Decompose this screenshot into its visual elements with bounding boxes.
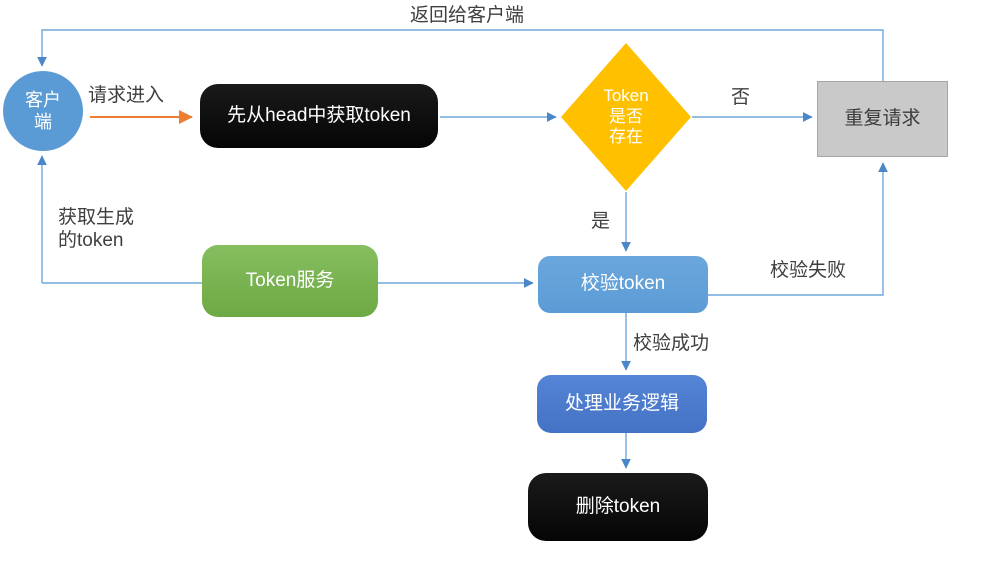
edge-return-to-client [37, 29, 884, 81]
label-return-to-client: 返回给客户端 [410, 5, 525, 26]
label-request-enter: 请求进入 [88, 85, 165, 106]
node-get-token-from-head: 先从head中获取token [200, 84, 438, 148]
node-delete-token: 删除token [528, 473, 708, 541]
token-exists-diamond [561, 43, 691, 191]
node-validate-token: 校验token [538, 256, 708, 313]
node-client: 客户 端 [3, 71, 83, 151]
label-validate-fail: 校验失败 [770, 260, 847, 281]
node-token-exists-label: Token 是否 存在 [603, 85, 649, 147]
node-repeat-request: 重复请求 [817, 81, 948, 157]
label-no: 否 [731, 87, 751, 108]
label-yes: 是 [591, 211, 611, 232]
node-process-logic: 处理业务逻辑 [537, 375, 707, 433]
edge-fail-to-repeat [708, 162, 888, 296]
label-get-generated-token: 获取生成 的token [58, 207, 135, 252]
node-token-service: Token服务 [202, 245, 378, 317]
label-validate-success: 校验成功 [633, 333, 710, 354]
